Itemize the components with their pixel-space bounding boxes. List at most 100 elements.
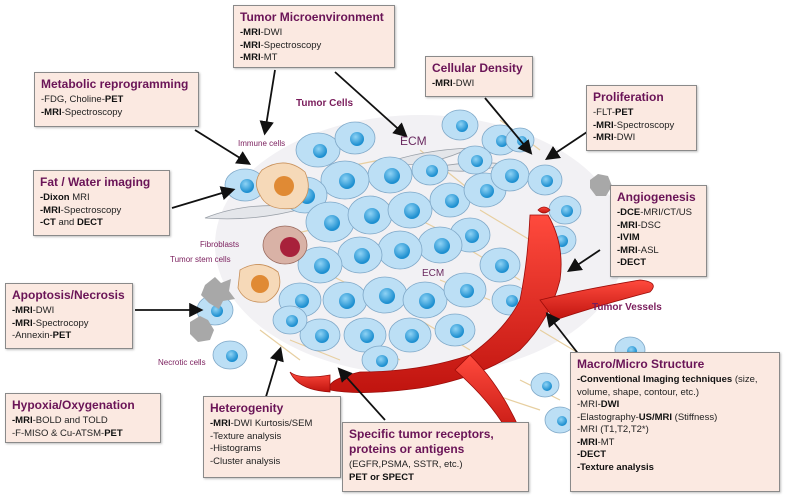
cell-nucleus (434, 238, 450, 254)
box-line: -Histograms (210, 443, 262, 454)
label-tumor-cells: Tumor Cells (296, 98, 354, 109)
box-line: -MRI-DWI Kurtosis/SEM (210, 418, 313, 429)
cell-nucleus (354, 248, 370, 264)
cell-nucleus (240, 179, 254, 193)
box-title: Specific tumor receptors, proteins or an… (349, 427, 494, 456)
box-line: -Conventional Imaging techniques (size, (577, 374, 758, 385)
box-line: -MRI-DWI (240, 27, 283, 38)
box-title: Heterogenity (210, 401, 284, 415)
box-line: -MRI-MT (240, 52, 278, 63)
box-line: -DECT (577, 449, 607, 460)
box-line: -Texture analysis (577, 461, 654, 473)
box-fat-water-imaging: Fat / Water imaging -Dixon MRI-MRI-Spectr… (33, 170, 170, 236)
cell-nucleus (557, 416, 567, 426)
cell-nucleus (496, 135, 508, 147)
cell-nucleus (314, 258, 330, 274)
box-heterogenity: Heterogenity -MRI-DWI Kurtosis/SEM-Textur… (203, 396, 341, 478)
tumor-stem-cell (262, 225, 308, 265)
box-line: -Elastography-US/MRI (Stiffness) (577, 411, 718, 423)
cell-nucleus (460, 284, 474, 298)
box-line: -MRI (T1,T2,T2*) (577, 424, 649, 435)
cell-nucleus (376, 355, 388, 367)
box-hypoxia-oxygenation: Hypoxia/Oxygenation -MRI-BOLD and TOLD-F-… (5, 393, 161, 443)
box-line: -Texture analysis (210, 430, 282, 442)
cell-nucleus (364, 208, 380, 224)
box-cellular-density: Cellular Density-MRI-DWI (425, 56, 533, 97)
cell-nucleus (542, 381, 552, 391)
box-line: -MRI-Spectrocopy (12, 317, 89, 329)
box-title: Macro/Micro Structure (577, 357, 705, 371)
box-proliferation: Proliferation -FLT-PET-MRI-Spectroscopy-M… (586, 85, 697, 151)
box-line: -MRI-Spectroscopy (240, 39, 322, 51)
box-line: -IVIM (617, 232, 640, 243)
cell-nucleus (379, 288, 395, 304)
box-title: Fat / Water imaging (40, 175, 151, 189)
box-line: -MRI-BOLD and TOLD (12, 415, 108, 426)
box-title: Cellular Density (432, 61, 523, 75)
cell-nucleus (445, 194, 459, 208)
cell-nucleus (226, 350, 238, 362)
box-title: Apoptosis/Necrosis (12, 288, 125, 302)
box-line: -MRI-DSC (617, 219, 661, 231)
ecm-fiber (259, 329, 301, 361)
box-line: -MRI-DWI (12, 305, 55, 316)
box-tumor-microenvironment: Tumor Microenvironment -MRI-DWI-MRI-Spect… (233, 5, 395, 68)
arrows (135, 69, 601, 421)
cell-nucleus (426, 165, 438, 177)
box-line: -MRI-DWI (593, 132, 636, 143)
cell-nucleus (506, 295, 518, 307)
box-line: (EGFR,PSMA, SSTR, etc.) (349, 459, 463, 470)
box-title: Angiogenesis (617, 190, 696, 204)
cell-nucleus (405, 329, 419, 343)
label-ecm-center: ECM (422, 268, 445, 279)
cell-nucleus (350, 132, 364, 146)
box-macro-micro-structure: Macro/Micro Structure -Conventional Imagi… (570, 352, 780, 492)
box-line: -F-MISO & Cu-ATSM-PET (12, 427, 123, 439)
box-apoptosis-necrosis: Apoptosis/Necrosis -MRI-DWI-MRI-Spectroco… (5, 283, 133, 349)
cell-nucleus (456, 120, 468, 132)
cell-nucleus (495, 259, 509, 273)
cell-nucleus (324, 215, 340, 231)
immune-cell (256, 162, 309, 210)
cell-nucleus (286, 315, 298, 327)
immune-cell-2 (237, 264, 281, 303)
cell-nucleus (465, 229, 479, 243)
cell-nucleus (211, 305, 223, 317)
cell-nucleus (384, 168, 400, 184)
box-metabolic-reprogramming: Metabolic reprogramming-FDG, Choline-PET… (34, 72, 199, 127)
box-line: -Cluster analysis (210, 455, 281, 467)
cell-nucleus (561, 205, 573, 217)
cell-nucleus (419, 293, 435, 309)
box-line: -MRI-MT (577, 436, 615, 448)
label-immune-cells: Immune cells (238, 139, 286, 148)
box-title: Proliferation (593, 90, 664, 104)
box-line: -FLT-PET (593, 107, 634, 118)
box-title: Metabolic reprogramming (41, 77, 189, 91)
box-line: -MRI-Spectroscopy (40, 204, 122, 216)
cell-nucleus (480, 184, 494, 198)
box-line: -Dixon MRI (40, 192, 90, 203)
box-line: -MRI-Spectroscopy (593, 119, 675, 131)
box-line: -Annexin-PET (12, 330, 72, 341)
label-tumor-vessels: Tumor Vessels (592, 302, 662, 313)
box-angiogenesis: Angiogenesis-DCE-MRI/CT/US-MRI-DSC-IVIM-… (610, 185, 707, 277)
cell-nucleus (471, 155, 483, 167)
tumor-vessels (289, 206, 654, 442)
box-line: -MRI-Spectroscopy (41, 106, 123, 118)
cell-nucleus (505, 169, 519, 183)
cell-nucleus (313, 144, 327, 158)
cell-nucleus (339, 173, 355, 189)
necrotic-cells (190, 174, 612, 342)
label-ecm-top: ECM (400, 134, 427, 148)
label-tumor-stem-cells: Tumor stem cells (170, 255, 231, 264)
box-title: Hypoxia/Oxygenation (12, 398, 135, 412)
box-line: volume, shape, contour, etc.) (577, 386, 699, 398)
box-line: PET or SPECT (349, 471, 414, 483)
tumor-cell-cluster (196, 109, 646, 434)
ecm-fiber (479, 209, 531, 241)
box-specific-tumor-receptors: Specific tumor receptors, proteins or an… (342, 422, 529, 492)
cell-nucleus (541, 175, 553, 187)
box-title: Tumor Microenvironment (240, 10, 384, 24)
